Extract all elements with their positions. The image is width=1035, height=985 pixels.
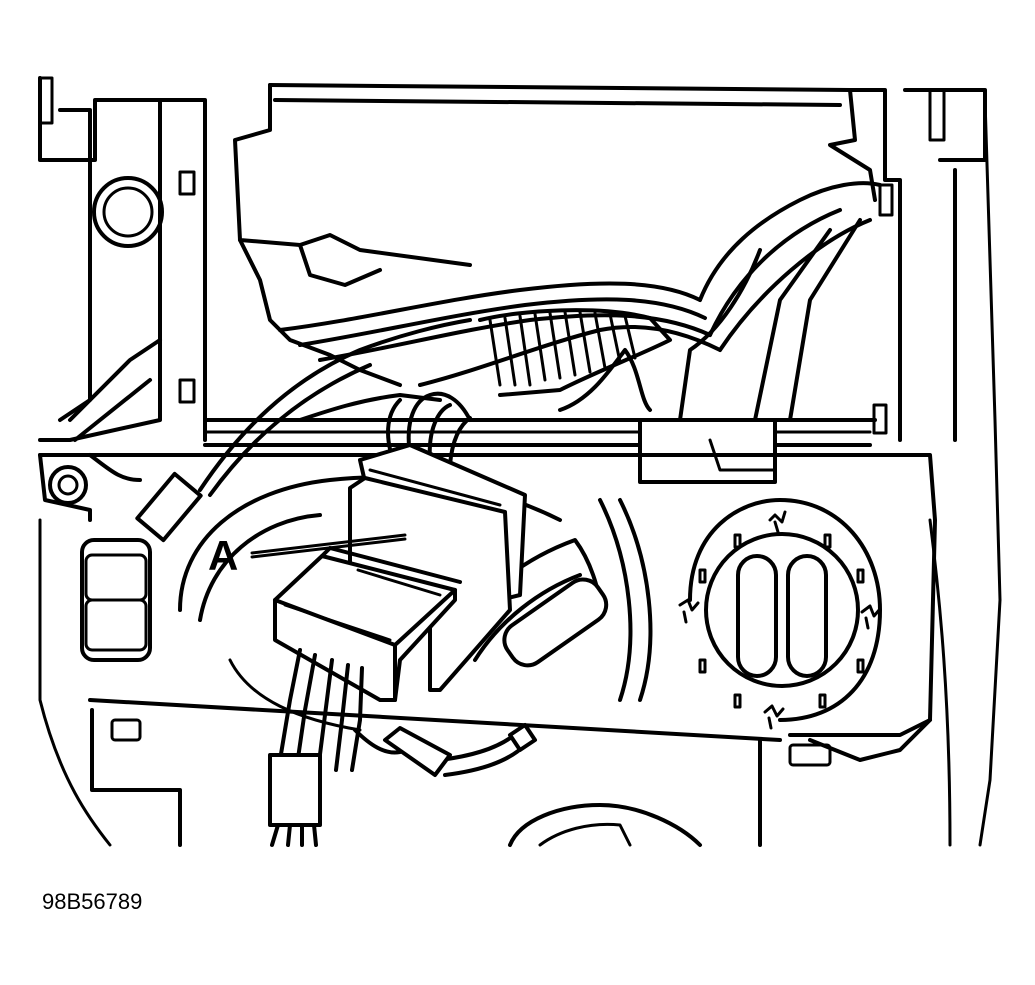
heater-control-panel: [38, 453, 952, 847]
figure-id: 98B56789: [42, 889, 143, 914]
sensor-wire: [135, 318, 472, 543]
connector-bottom-wires: [268, 648, 364, 847]
connector-a: [273, 443, 527, 702]
left-dash-frame: [38, 76, 207, 442]
rocker-switch: [80, 538, 152, 662]
right-dash-frame: [848, 88, 1002, 847]
blower-switch-housing: [178, 475, 653, 732]
temperature-dial: [678, 498, 882, 730]
dash-crossbar: [203, 418, 877, 484]
wiring-harness: [278, 181, 882, 422]
panel-screw: [48, 465, 88, 505]
radio-cavity: [233, 83, 877, 387]
temperature-knob: [704, 532, 860, 688]
left-vent-knob: [92, 176, 164, 248]
callout-a-leader: [250, 533, 407, 559]
side-plug-wire: [353, 723, 537, 777]
callout-label-a: A: [208, 532, 239, 579]
lower-console: [508, 803, 702, 847]
